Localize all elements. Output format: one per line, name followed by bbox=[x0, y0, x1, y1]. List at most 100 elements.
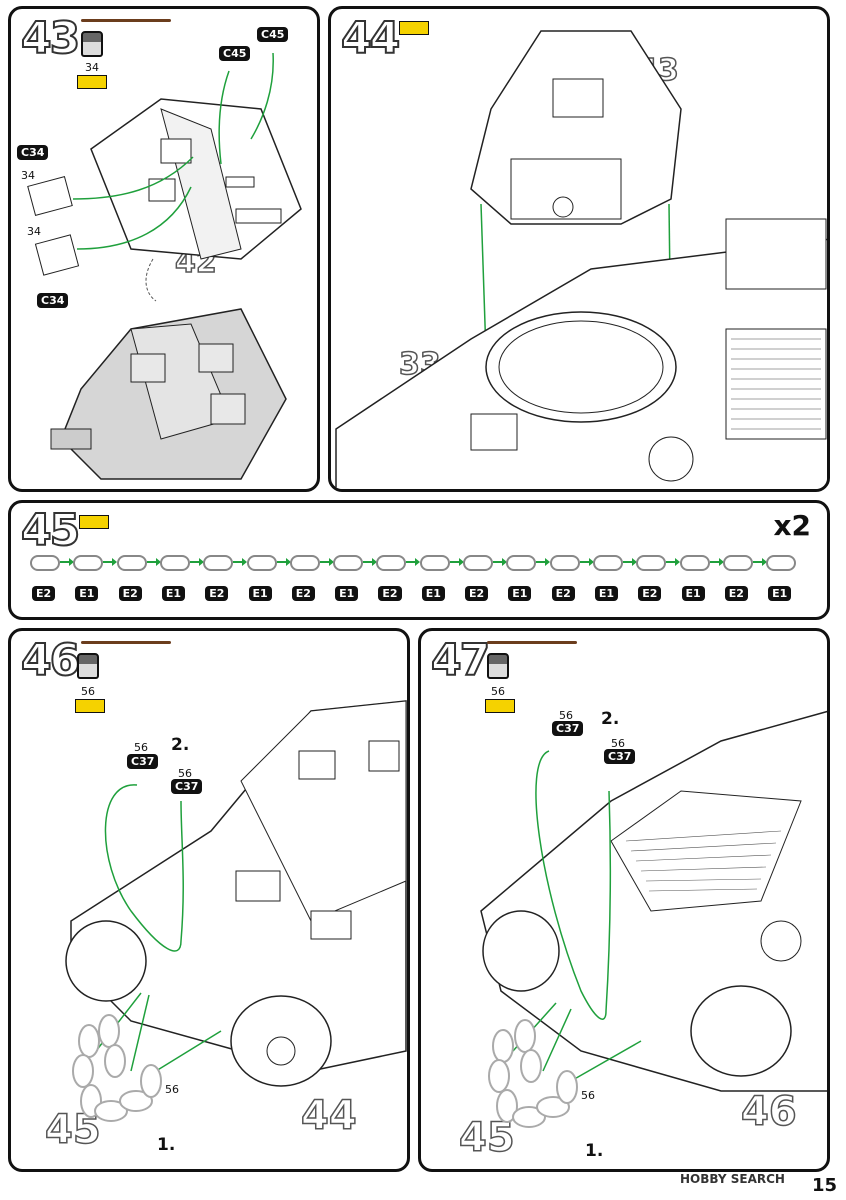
paint-code: 34 bbox=[27, 225, 41, 238]
paint-pot-icon bbox=[81, 31, 103, 57]
chain-link bbox=[333, 555, 364, 571]
arrow-icon bbox=[363, 558, 378, 566]
glue-icon bbox=[79, 515, 109, 529]
part-tag: E2 bbox=[32, 586, 56, 601]
part-tag: E2 bbox=[205, 586, 229, 601]
arrow-icon bbox=[233, 558, 248, 566]
part-tag: C37 bbox=[171, 779, 203, 794]
turret-assembly-drawing bbox=[27, 52, 302, 480]
part-tag: E1 bbox=[508, 586, 532, 601]
order-label: 1. bbox=[157, 1135, 176, 1155]
step-number: 46 bbox=[20, 635, 81, 686]
step-number: 47 bbox=[430, 635, 491, 686]
step-43-panel: 43 34 C45 C45 C34 34 34 C34 42 bbox=[8, 6, 320, 492]
chain-link bbox=[636, 555, 667, 571]
step-number: 43 bbox=[20, 13, 81, 64]
chain-link bbox=[159, 555, 190, 571]
chain-link bbox=[506, 555, 537, 571]
part-tag: E1 bbox=[594, 586, 619, 601]
arrow-icon bbox=[319, 558, 334, 566]
part-tag: E1 bbox=[768, 586, 792, 601]
arrow-icon bbox=[449, 558, 464, 566]
part-tag: C37 bbox=[127, 754, 159, 769]
chain-link bbox=[203, 555, 234, 571]
order-label: 2. bbox=[171, 735, 190, 755]
vehicle-rear-drawing bbox=[480, 710, 827, 1128]
chain-link bbox=[766, 555, 797, 571]
paint-code: 56 bbox=[581, 1089, 595, 1102]
chain-link bbox=[246, 555, 277, 571]
chain-link bbox=[592, 555, 623, 571]
paint-code: 34 bbox=[21, 169, 35, 182]
step-47-panel: 47 56 56 C37 56 C37 2. 1. 56 45 46 bbox=[418, 628, 830, 1172]
arrow-icon bbox=[666, 558, 681, 566]
order-label: 1. bbox=[585, 1141, 604, 1161]
paint-code: 56 bbox=[178, 767, 192, 780]
chain-link bbox=[116, 555, 147, 571]
arrow-icon bbox=[189, 558, 204, 566]
part-tag: E1 bbox=[335, 586, 359, 601]
paint-code: 56 bbox=[81, 685, 95, 698]
chain-link bbox=[679, 555, 710, 571]
step-46-panel: 46 56 56 C37 56 C37 2. 1. 56 45 44 bbox=[8, 628, 410, 1172]
chain-link bbox=[289, 555, 320, 571]
step-number: 45 bbox=[20, 505, 81, 556]
hull-turret-drawing bbox=[335, 30, 827, 489]
part-tag: E2 bbox=[291, 586, 315, 601]
part-tag: C34 bbox=[37, 293, 69, 308]
chain-link bbox=[73, 555, 104, 571]
part-tag: E2 bbox=[465, 586, 489, 601]
paint-code: 56 bbox=[559, 709, 573, 722]
paint-code: 56 bbox=[611, 737, 625, 750]
part-tag: E2 bbox=[724, 586, 748, 601]
glue-icon bbox=[399, 21, 429, 35]
step-number: 44 bbox=[340, 13, 401, 64]
paint-pot-icon bbox=[77, 653, 99, 679]
arrow-icon bbox=[146, 558, 161, 566]
arrow-icon bbox=[536, 558, 551, 566]
chain-link bbox=[463, 555, 493, 571]
paint-code: 56 bbox=[491, 685, 505, 698]
chain-link bbox=[549, 555, 580, 571]
arrow-icon bbox=[276, 558, 291, 566]
publisher-logo: HOBBY SEARCH bbox=[680, 1172, 785, 1186]
paint-code: 34 bbox=[85, 61, 99, 74]
chain-link bbox=[419, 555, 450, 571]
page-number: 15 bbox=[812, 1175, 838, 1196]
paintbrush-icon bbox=[81, 19, 171, 22]
vehicle-rear-drawing bbox=[65, 700, 407, 1122]
reference-step-number: 44 bbox=[300, 1092, 357, 1140]
reference-step-number: 46 bbox=[740, 1088, 797, 1136]
paint-code: 56 bbox=[134, 741, 148, 754]
chain-link bbox=[376, 555, 407, 571]
part-tag: C45 bbox=[219, 46, 251, 61]
part-tag: E1 bbox=[421, 586, 445, 601]
part-tag: C45 bbox=[257, 27, 289, 42]
arrow-icon bbox=[622, 558, 637, 566]
paintbrush-icon bbox=[81, 641, 171, 644]
multiplier-label: x2 bbox=[773, 509, 811, 542]
part-tag: E1 bbox=[161, 586, 186, 601]
part-tag: C37 bbox=[552, 721, 584, 736]
arrow-icon bbox=[752, 558, 767, 566]
part-tag: E1 bbox=[681, 586, 705, 601]
glue-icon bbox=[77, 75, 107, 89]
arrow-icon bbox=[60, 558, 74, 566]
chain-link bbox=[722, 555, 753, 571]
paint-pot-icon bbox=[487, 653, 509, 679]
glue-icon bbox=[75, 699, 105, 713]
glue-icon bbox=[485, 699, 515, 713]
part-tag: E2 bbox=[118, 586, 142, 601]
part-tag: C37 bbox=[604, 749, 636, 764]
part-tag: C34 bbox=[17, 145, 49, 160]
chain-link bbox=[30, 555, 60, 571]
arrow-icon bbox=[103, 558, 118, 566]
order-label: 2. bbox=[601, 709, 620, 729]
step-44-panel: 44 43 33 bbox=[328, 6, 830, 492]
part-tag: E1 bbox=[75, 586, 99, 601]
arrow-icon bbox=[709, 558, 724, 566]
arrow-icon bbox=[579, 558, 594, 566]
part-tag: E2 bbox=[551, 586, 575, 601]
arrow-icon bbox=[493, 558, 507, 566]
